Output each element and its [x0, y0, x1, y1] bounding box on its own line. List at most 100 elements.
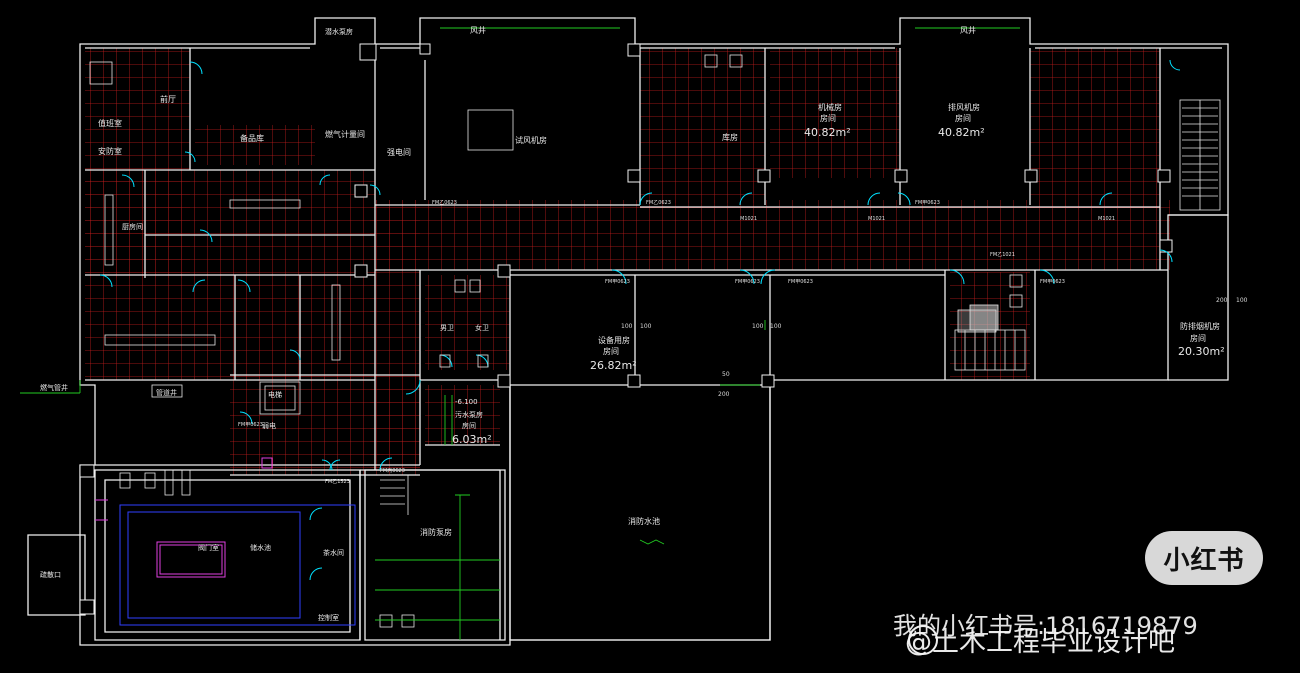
door-swing — [867, 192, 881, 206]
room-label-elec: 强电间 — [387, 148, 411, 157]
room-label-smoke-fan: 防排烟机房 — [1180, 322, 1220, 331]
room-label-sewage-room: 房间 — [462, 422, 476, 430]
room-label-equip: 设备用房 — [598, 336, 630, 345]
room-label-duty: 值班室 — [98, 119, 122, 128]
door-swing — [237, 279, 251, 293]
xiaohongshu-badge: 小红书 — [1145, 531, 1263, 585]
column — [1024, 169, 1038, 183]
door-label: M1021 — [740, 216, 758, 222]
door-label: FM乙0623 — [432, 200, 457, 206]
tile-area-wc — [425, 275, 510, 370]
tile-area-sewage — [425, 385, 500, 445]
dimension-label: 100 — [770, 323, 782, 330]
desk — [331, 284, 341, 361]
room-label-mech-room: 房间 — [820, 114, 836, 123]
door-label: FM乙0623 — [646, 200, 671, 206]
column — [359, 43, 377, 61]
wall-right-col — [1168, 214, 1229, 381]
fixture — [181, 469, 191, 496]
column — [354, 184, 368, 198]
badge-text: 小红书 — [1163, 545, 1245, 576]
door-swing — [760, 269, 776, 285]
door-label: FM甲0623 — [1040, 279, 1065, 285]
equipment — [89, 54, 1221, 628]
fixture-mark — [261, 457, 273, 469]
door-swing — [639, 192, 653, 206]
room-label-pump-small: 潜水泵房 — [325, 28, 353, 36]
desk — [229, 199, 301, 209]
fire-zone-outline — [119, 504, 356, 626]
toilet — [454, 279, 466, 293]
room-label-pipe-well: 管道井 — [156, 389, 177, 397]
door-swing — [239, 411, 253, 425]
room-label-sewage: 污水泵房 — [455, 411, 483, 419]
wall-pool — [509, 385, 771, 641]
room-label-wc-f: 女卫 — [475, 324, 489, 332]
door-swing — [739, 192, 753, 206]
toilet — [477, 354, 489, 368]
column — [757, 169, 771, 183]
fixture — [144, 472, 156, 489]
room-label-fire-pump: 消防泵房 — [420, 528, 452, 537]
column — [1157, 169, 1171, 183]
outer-wall-left — [79, 17, 1229, 646]
door-label: FM乙1021 — [990, 252, 1015, 258]
door-label: FM甲0623 — [915, 200, 940, 206]
door-swing — [405, 379, 421, 395]
door-swing — [1039, 269, 1055, 285]
column — [79, 464, 95, 478]
elevator-box — [259, 381, 301, 415]
room-label-tea: 茶水间 — [323, 549, 344, 557]
room-area-sewage: 6.03m² — [452, 433, 492, 446]
valve-box — [1009, 274, 1023, 288]
wall-lower-left — [94, 469, 361, 641]
door-swing — [189, 61, 203, 75]
room-label-fan-1: 风井 — [470, 26, 486, 35]
door-label: M1021 — [868, 216, 886, 222]
door-swing — [949, 269, 965, 285]
room-label-smoke-room: 房间 — [1190, 334, 1206, 343]
room-label-control: 控制室 — [318, 614, 339, 622]
columns — [79, 43, 1173, 615]
room-label-valve: 阀门室 — [198, 544, 219, 552]
room-label-gas-meter: 燃气计量间 — [325, 130, 365, 139]
door-swing — [199, 229, 213, 243]
dimension-label: 100 — [640, 323, 652, 330]
fixture-frame — [156, 541, 226, 578]
door-swing — [319, 174, 331, 186]
door-swing — [321, 459, 333, 471]
door-swing — [379, 457, 393, 471]
wall-pump — [364, 469, 506, 641]
door-label: FM甲0623 — [735, 279, 760, 285]
cabinet-lines — [964, 330, 1016, 370]
room-label-test-unit: 试风机房 — [515, 136, 547, 145]
door-label: FM甲0623 — [788, 279, 813, 285]
toilet — [469, 279, 481, 293]
column — [627, 374, 641, 388]
fixture — [164, 469, 174, 496]
room-label-wc-m: 男卫 — [440, 324, 454, 332]
door-swing — [121, 174, 135, 188]
fire-zone — [119, 504, 356, 626]
door-swing — [369, 184, 381, 196]
door-swing — [1169, 59, 1181, 71]
room-label-water-tank: 储水池 — [250, 544, 271, 552]
tile-area-mech — [770, 48, 900, 178]
door-swing — [329, 459, 341, 471]
dimension-label: 200 — [1216, 297, 1228, 304]
door-swing — [309, 567, 323, 581]
column — [79, 599, 95, 615]
toilet — [439, 354, 451, 368]
column — [497, 374, 511, 388]
room-label-stair-exit: 疏散口 — [40, 571, 61, 579]
column — [761, 374, 775, 388]
room-label-mech: 机械房 — [818, 103, 842, 112]
door-swing — [739, 269, 755, 285]
room-area-equip: 26.82m² — [590, 359, 637, 372]
door-swing — [897, 192, 911, 206]
fixture — [119, 472, 131, 489]
room-label-stock: 库房 — [722, 133, 738, 142]
pipe-line — [444, 395, 453, 445]
fan-equipment — [467, 109, 514, 151]
